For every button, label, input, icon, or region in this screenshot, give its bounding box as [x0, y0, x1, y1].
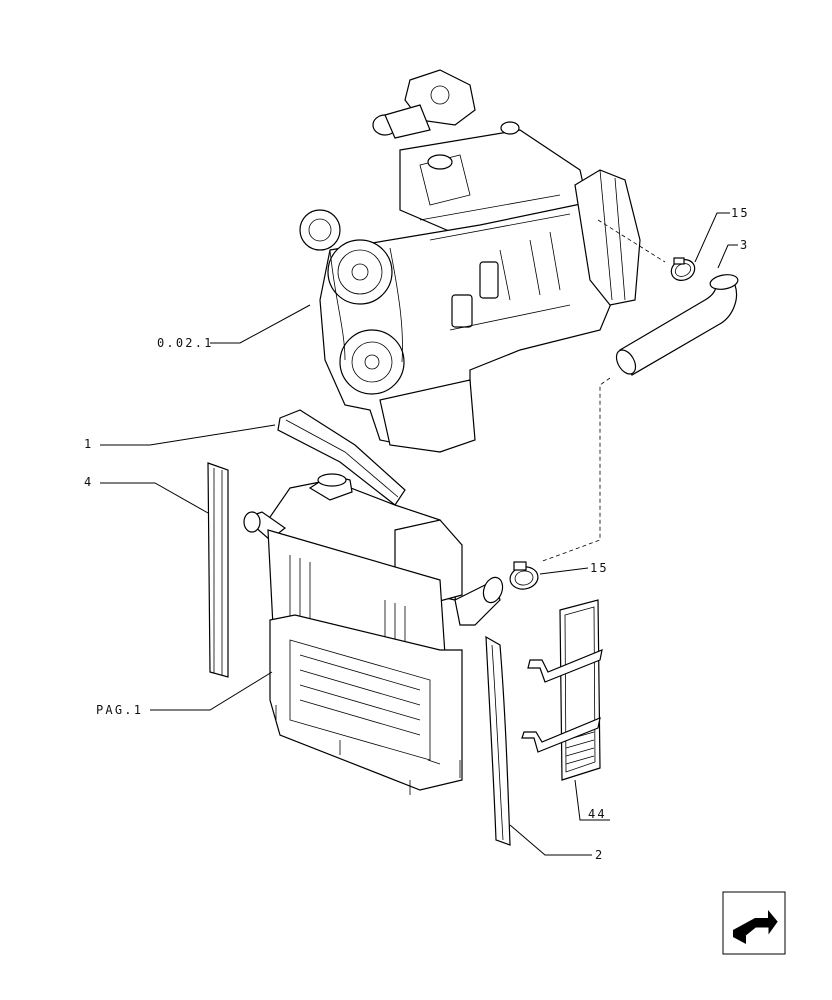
- radiator-assembly: [243, 473, 504, 795]
- engine-assembly: [299, 69, 641, 453]
- alignment-line-upper: [597, 219, 666, 263]
- upper-hose: [615, 274, 739, 376]
- callout-clamp-upper: 15: [731, 206, 750, 220]
- callout-part-3: 3: [740, 238, 749, 252]
- callout-part-2: 2: [595, 848, 604, 862]
- seal-strip-right: [485, 635, 511, 846]
- next-page-arrow-icon[interactable]: [722, 891, 786, 955]
- alignment-line-lower: [539, 377, 611, 563]
- callout-clamp-lower: 15: [590, 561, 609, 575]
- callout-part-44: 44: [588, 807, 607, 821]
- callout-radiator-ref: PAG.1: [96, 703, 143, 717]
- hose-clamp-upper: [670, 257, 696, 281]
- callout-part-4: 4: [84, 475, 93, 489]
- radiator-screen: [521, 599, 603, 781]
- hose-clamp-lower: [509, 561, 539, 590]
- seal-strip-left: [207, 462, 229, 678]
- callout-part-1: 1: [84, 437, 93, 451]
- seal-strip-top: [277, 409, 406, 506]
- leader-lines: [100, 212, 738, 856]
- callout-engine-ref: 0.02.1: [157, 336, 214, 350]
